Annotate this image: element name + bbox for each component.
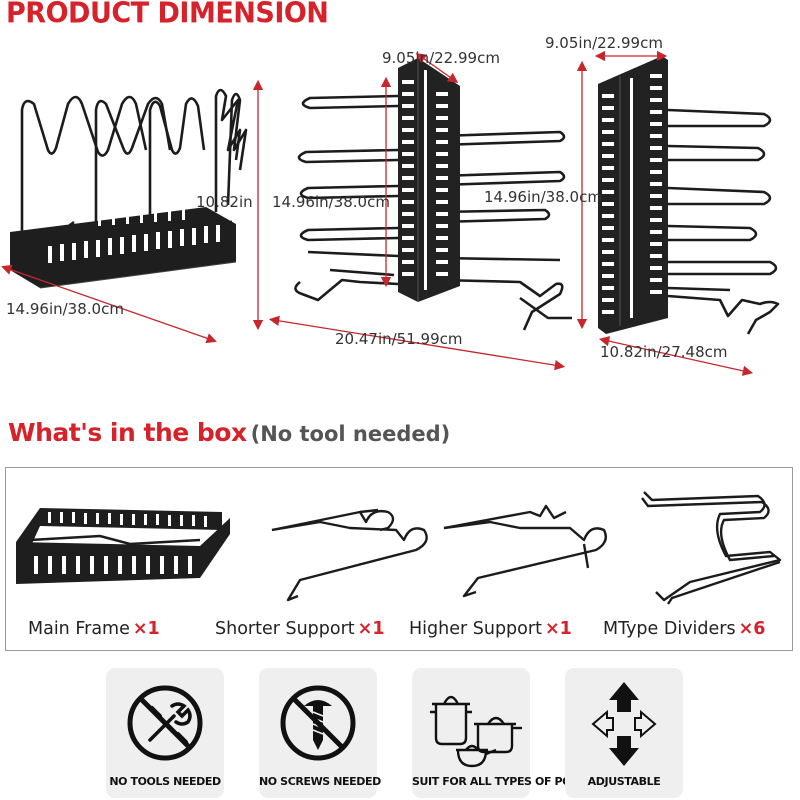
feature-no-tools: NO TOOLS NEEDED: [106, 668, 224, 798]
box-heading-title: What's in the box: [8, 418, 247, 447]
box-heading: What's in the box(No tool needed): [8, 418, 450, 448]
rack1-height-label: 10.82in: [196, 193, 253, 211]
box-item-mtype-dividers: MType Dividers×6: [603, 619, 766, 639]
rack3-width-label: 9.05in/22.99cm: [545, 34, 663, 52]
rack3-height-label: 14.96in/38.0cm: [484, 188, 602, 206]
feature-adjustable-label: ADJUSTABLE: [587, 775, 661, 788]
rack-assembled-back: [598, 56, 780, 335]
product-dimension-illustration: [1, 50, 780, 376]
adjustable-arrows-icon: [591, 682, 657, 766]
rack-assembled-side: [294, 58, 572, 331]
rack2-width-label: 9.05in/22.99cm: [382, 49, 500, 67]
feature-no-screws-label: NO SCREWS NEEDED: [259, 775, 381, 788]
feature-suit-pots: SUIT FOR ALL TYPES OF POTS: [412, 668, 586, 798]
box-item-higher-support: Higher Support×1: [409, 619, 572, 639]
no-tools-icon: [127, 685, 203, 761]
feature-no-screws: NO SCREWS NEEDED: [259, 668, 381, 798]
pots-icon: [430, 695, 522, 768]
rack2-height-label: 14.96in/38.0cm: [272, 193, 390, 211]
rack1-base-frame: [10, 207, 237, 289]
feature-adjustable: ADJUSTABLE: [565, 668, 683, 798]
box-contents-panel: [5, 467, 793, 651]
no-screws-icon: [280, 685, 356, 761]
rack2-length-label: 20.47in/51.99cm: [335, 330, 463, 348]
feature-suit-pots-label: SUIT FOR ALL TYPES OF POTS: [412, 775, 586, 788]
box-item-shorter-support: Shorter Support×1: [215, 619, 385, 639]
box-heading-subtitle: (No tool needed): [250, 422, 451, 446]
rack1-length-label: 14.96in/38.0cm: [6, 300, 124, 318]
feature-no-tools-label: NO TOOLS NEEDED: [109, 775, 221, 788]
box-item-main-frame: Main Frame×1: [28, 619, 160, 639]
page-title: PRODUCT DIMENSION: [6, 0, 329, 30]
rack3-depth-label: 10.82in/27.48cm: [600, 343, 728, 361]
